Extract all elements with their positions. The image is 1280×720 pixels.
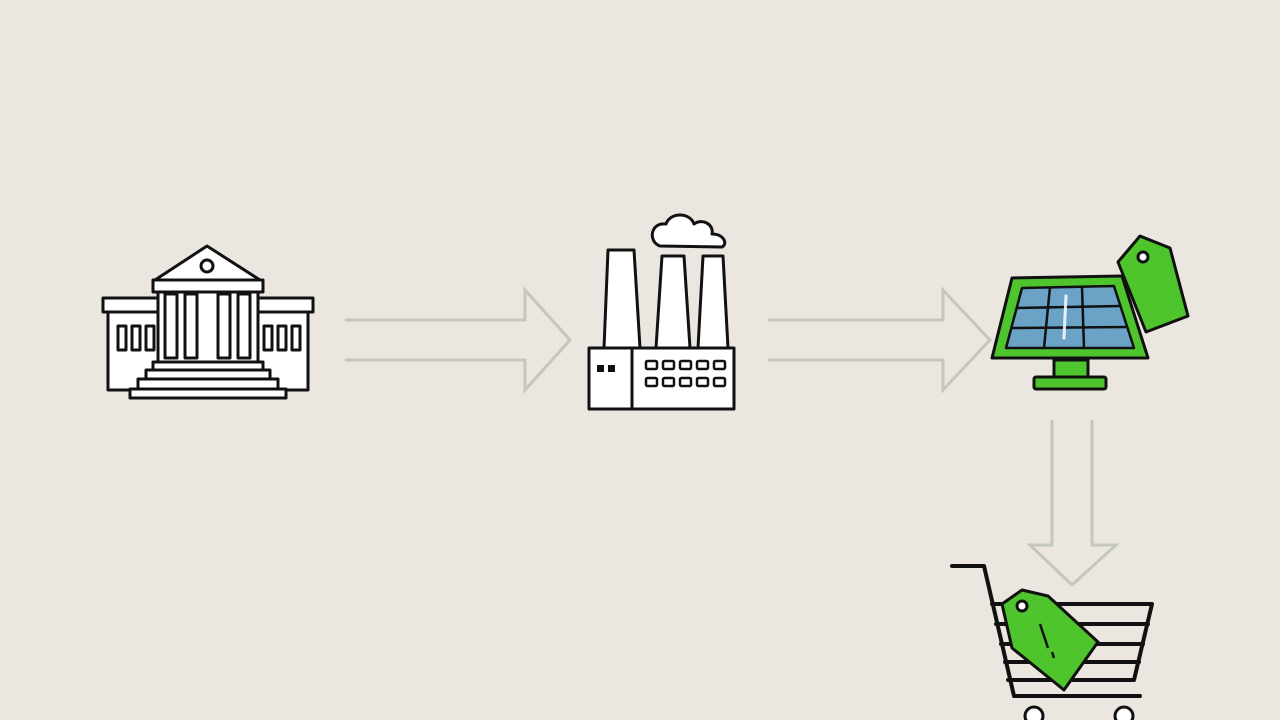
arrow-solar-panel-to-cart [1026,420,1120,588]
cart-price-tag-icon [1000,588,1100,692]
solar-panel-with-price-tag-icon [990,234,1190,391]
smoke-cloud [650,213,727,249]
shopping-cart-with-price-tag-icon [950,564,1154,720]
government-building-icon [101,244,315,400]
price-tag-icon [1116,234,1190,334]
arrow-factory-to-solar-panel [768,286,993,394]
arrow-government-to-factory [345,286,573,394]
factory-icon [587,213,736,411]
